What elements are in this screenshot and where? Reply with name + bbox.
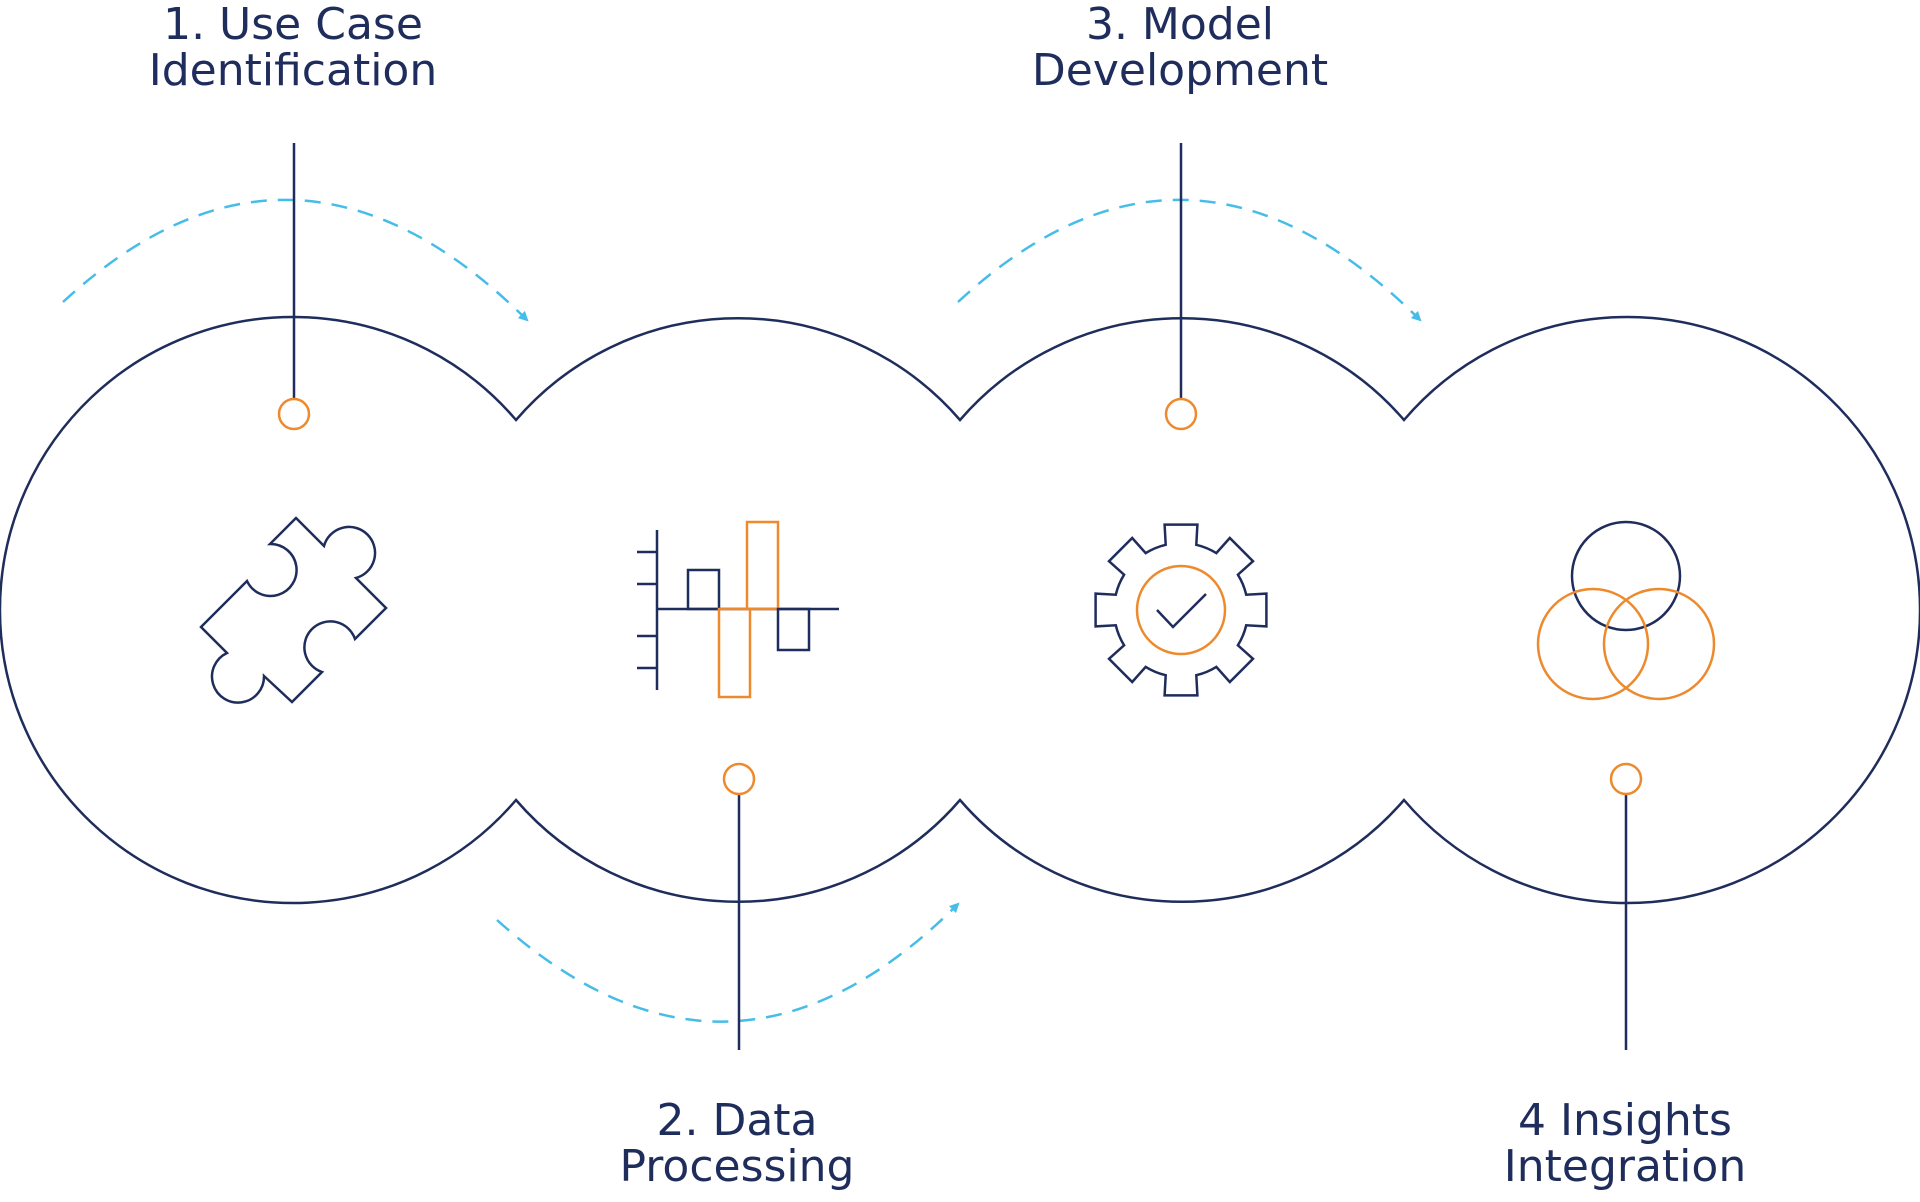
step-label-line: Integration bbox=[1503, 1141, 1747, 1192]
step-label-insights-integration: 4 Insights Integration bbox=[1415, 1098, 1835, 1190]
bar-chart-icon bbox=[637, 520, 839, 699]
step-label-model-development: 3. Model Development bbox=[970, 2, 1390, 94]
step-label-line: 4 Insights bbox=[1518, 1095, 1732, 1146]
node-step1 bbox=[277, 397, 311, 431]
puzzle-piece-icon bbox=[199, 516, 388, 704]
connector-step4 bbox=[1609, 762, 1643, 1050]
connector-step3 bbox=[1164, 143, 1198, 431]
gear-check-icon bbox=[1094, 523, 1268, 697]
node-step2 bbox=[722, 762, 756, 796]
arrow-step3-to-step4 bbox=[957, 198, 1422, 322]
step-label-line: 1. Use Case bbox=[163, 0, 423, 50]
step-label-line: 2. Data bbox=[656, 1095, 818, 1146]
step-label-use-case-identification: 1. Use Case Identification bbox=[83, 2, 503, 94]
step-label-line: Development bbox=[1031, 45, 1329, 96]
step-label-data-processing: 2. Data Processing bbox=[527, 1098, 947, 1190]
connector-step2 bbox=[722, 762, 756, 1050]
arrow-step2-to-step3 bbox=[496, 902, 960, 1023]
step-label-line: Processing bbox=[619, 1141, 855, 1192]
node-step3 bbox=[1164, 397, 1198, 431]
flow-outline bbox=[0, 315, 1920, 905]
step-label-line: Identification bbox=[148, 45, 438, 96]
connector-step1 bbox=[277, 143, 311, 431]
node-step4 bbox=[1609, 762, 1643, 796]
step-label-line: 3. Model bbox=[1085, 0, 1275, 50]
venn-diagram-icon bbox=[1536, 520, 1716, 701]
